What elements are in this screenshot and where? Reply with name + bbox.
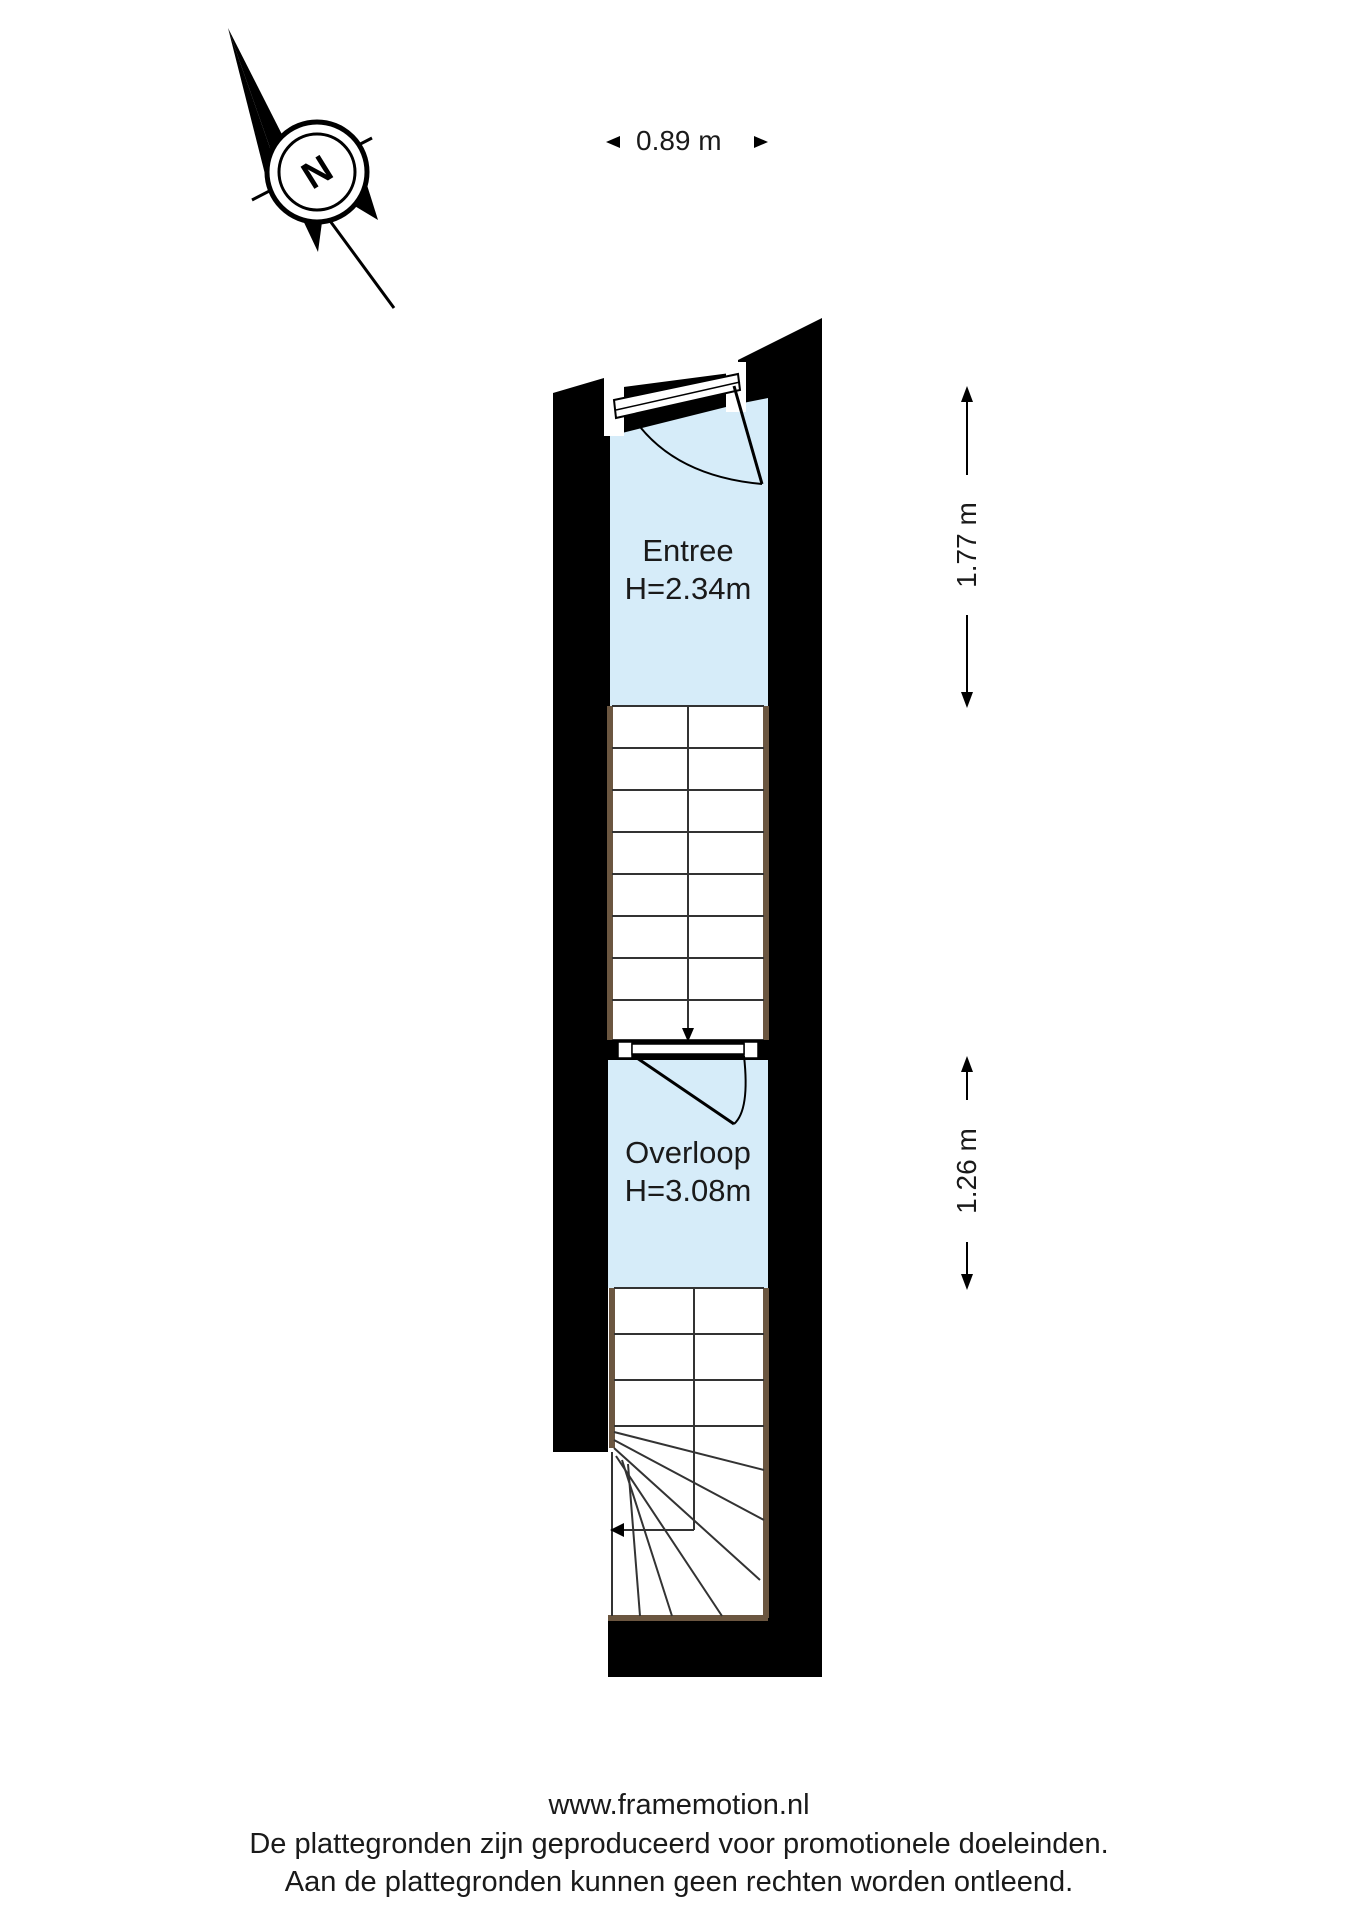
- footer-website: www.framemotion.nl: [548, 1789, 810, 1821]
- footer-disclaimer-line2: Aan de plattegronden kunnen geen rechten…: [284, 1866, 1074, 1898]
- entrance-door: [604, 362, 764, 485]
- footer-disclaimer-line1: De plattegronden zijn geproduceerd voor …: [249, 1828, 1109, 1860]
- room-label-entree: Entree H=2.34m: [588, 532, 788, 608]
- room-name: Entree: [642, 533, 734, 568]
- dimension-lines: [606, 136, 973, 1290]
- upper-stair: [607, 705, 769, 1042]
- dimension-width-top: 0.89 m: [636, 125, 722, 156]
- room-height: H=3.08m: [624, 1173, 752, 1208]
- room-name: Overloop: [625, 1135, 751, 1170]
- room-fills: [608, 398, 768, 1288]
- overloop-door: [608, 1040, 768, 1126]
- compass-rose-icon: N: [228, 28, 396, 309]
- room-label-overloop: Overloop H=3.08m: [588, 1134, 788, 1210]
- lower-stair: [608, 1287, 769, 1621]
- dimension-overloop-length: 1.26 m: [950, 1101, 984, 1241]
- room-height: H=2.34m: [624, 571, 752, 606]
- dimension-entree-length: 1.77 m: [950, 475, 984, 615]
